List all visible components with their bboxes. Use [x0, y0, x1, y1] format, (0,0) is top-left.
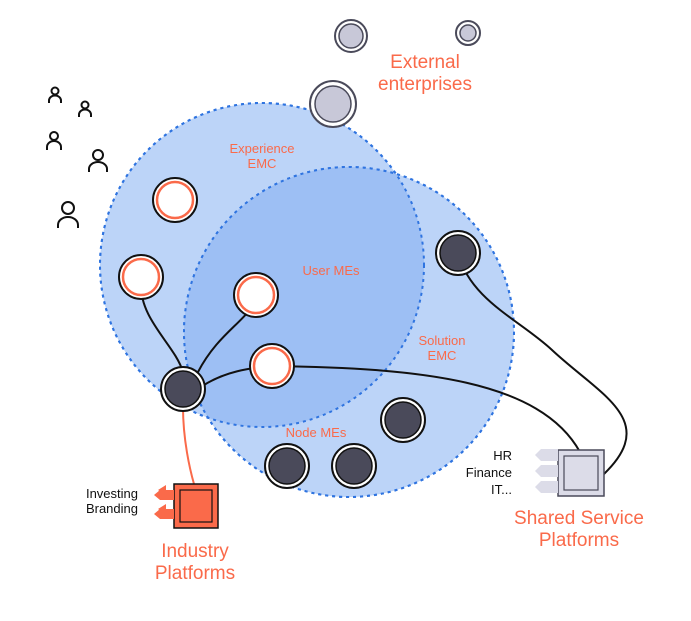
hub-node [160, 366, 206, 412]
industry-item: Branding [85, 500, 138, 516]
person-icon [88, 149, 108, 172]
industry-item: Investing [85, 486, 138, 501]
shared-items-list: HR Finance IT... [462, 447, 512, 498]
external-enterprise-node [455, 20, 481, 46]
connector-line [457, 252, 628, 475]
user-mes-overlap [99, 102, 515, 498]
person-icon [78, 100, 92, 117]
external-enterprise-node [309, 80, 357, 128]
shared-service-platforms-label: Shared Service Platforms [514, 508, 644, 551]
industry-platform-icon [154, 483, 219, 529]
shared-item: Finance [465, 465, 512, 480]
user-me-node [233, 272, 279, 318]
user-mes-label: User MEs [302, 263, 360, 278]
user-me-node [249, 343, 295, 389]
people-group [46, 86, 108, 228]
industry-items-list: Investing Branding [74, 486, 138, 517]
user-me-node [152, 177, 198, 223]
node-me-node [331, 443, 377, 489]
shared-item: IT... [491, 482, 512, 497]
experience-emc-label: Experience EMC [229, 141, 295, 171]
external-enterprise-node [334, 19, 368, 53]
person-icon [57, 201, 79, 228]
industry-connector-line [182, 406, 195, 485]
industry-platforms-label: Industry Platforms [154, 541, 236, 584]
node-me-node [264, 443, 310, 489]
node-mes-label: Node MEs [285, 425, 347, 440]
external-enterprises-label: External enterprises [378, 52, 472, 95]
node-me-node [380, 397, 426, 443]
person-icon [48, 86, 62, 103]
person-icon [46, 131, 62, 150]
connector-line [271, 365, 581, 453]
user-me-node [118, 254, 164, 300]
solution-emc-label: Solution EMC [418, 333, 466, 363]
solution-node [435, 230, 481, 276]
shared-item: HR [493, 448, 512, 463]
shared-service-platform-icon [535, 449, 605, 497]
